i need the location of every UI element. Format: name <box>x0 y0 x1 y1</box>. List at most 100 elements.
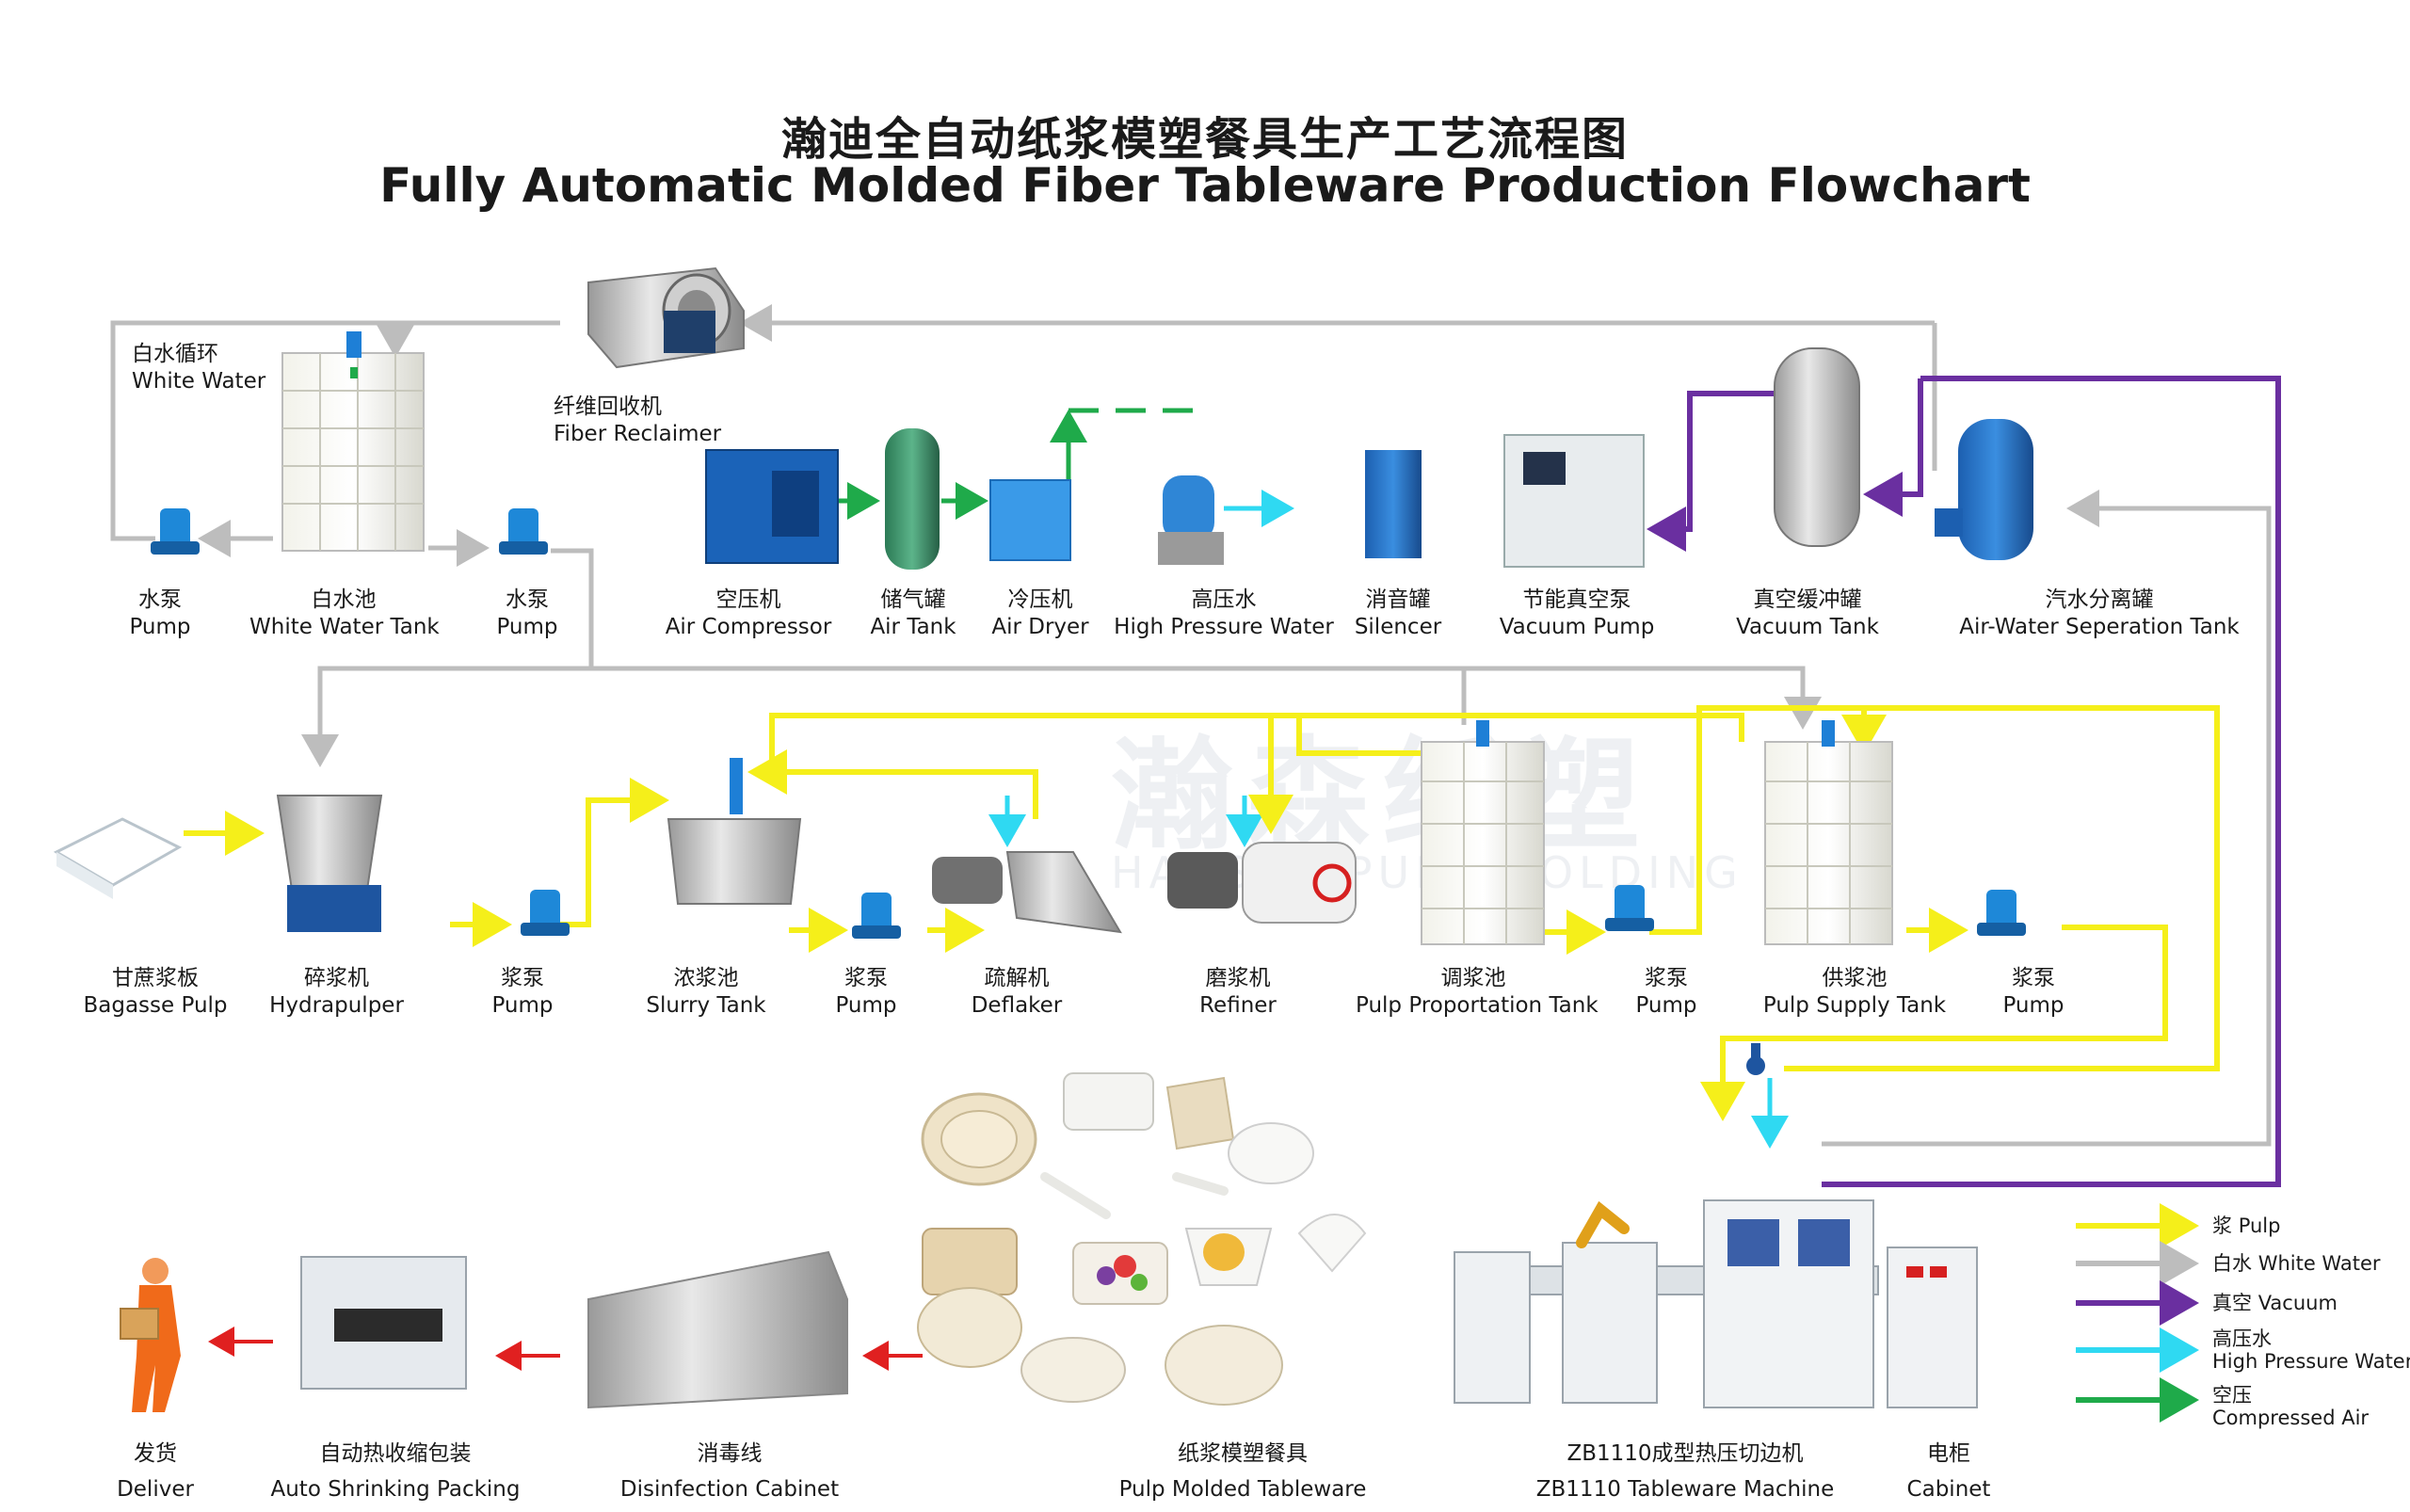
pulp-main-top <box>753 713 1744 775</box>
legend-item-vacuum: 真空 Vacuum <box>2071 1292 2410 1329</box>
pump-p2-icon <box>852 893 901 939</box>
pulp-deflaker-back <box>747 749 1038 819</box>
deflaker-icon <box>932 851 1122 934</box>
hp-water-lines <box>988 490 1789 1149</box>
valve-icon <box>1746 1043 1765 1075</box>
pulp-pump-to-supply <box>1649 705 1887 935</box>
legend-hp-en: High Pressure Water <box>2212 1350 2410 1373</box>
vacuum-lines <box>1647 376 2281 1187</box>
hp-water-pump-icon <box>1158 475 1224 565</box>
legend-pulp-zh: 浆 <box>2212 1214 2232 1237</box>
air-dryer-icon <box>989 479 1071 561</box>
separation-tank-icon <box>1935 419 2033 560</box>
legend-vac-zh: 真空 <box>2212 1292 2252 1314</box>
pump-ww2-icon <box>499 508 548 555</box>
vacuum-line-machine <box>1822 376 2281 1187</box>
legend-item-pulp: 浆 Pulp <box>2071 1214 2410 1252</box>
pulp-pump-to-slurry <box>551 778 669 927</box>
pulp-lines <box>184 705 2220 1121</box>
fiber-reclaimer-icon <box>587 266 745 369</box>
legend-vac-en: Vacuum <box>2257 1292 2338 1314</box>
vacuum-tank-to-pump <box>1647 391 1775 552</box>
disinfection-cabinet-icon <box>587 1250 848 1409</box>
pump-p4-icon <box>1977 890 2026 936</box>
legend-lines <box>2076 1203 2199 1423</box>
title-chinese: 瀚迪全自动纸浆模塑餐具生产工艺流程图 <box>780 113 1629 166</box>
pump-p1-icon <box>521 890 570 936</box>
tableware-machine-icon <box>1454 1199 1879 1408</box>
air-compressor-icon <box>705 449 839 564</box>
finished-lines <box>208 1327 923 1371</box>
white-water-lines <box>110 304 2272 1147</box>
refiner-icon <box>1167 842 1357 924</box>
watermark-logo-text: 瀚森纸塑 <box>1111 724 1654 867</box>
ww-line-reclaimer-to-pump <box>110 320 560 541</box>
legend-air-zh: 空压 <box>2212 1384 2252 1407</box>
pump-ww1-icon <box>151 508 200 555</box>
deliver-worker-icon <box>120 1258 181 1412</box>
hydrapulper-icon <box>276 795 383 932</box>
legend-ww-zh: 白水 <box>2212 1252 2252 1275</box>
silencer-icon <box>1365 450 1422 558</box>
bagasse-pulp-icon <box>53 817 183 899</box>
pulp-to-machine <box>1700 925 2168 1121</box>
compressed-air-lines <box>838 408 1196 520</box>
vacuum-pump-icon <box>1503 434 1645 568</box>
legend-pulp-en: Pulp <box>2238 1214 2281 1237</box>
white-water-tank-icon <box>281 331 425 552</box>
tableware-products-icon <box>917 1072 1367 1406</box>
pump-icons <box>151 508 2026 939</box>
vacuum-tank-icon <box>1774 347 1860 547</box>
vacuum-sep-to-tank <box>1863 378 1923 517</box>
legend-item-white-water: 白水 White Water <box>2071 1252 2410 1290</box>
legend-ww-en: White Water <box>2257 1252 2381 1275</box>
packing-machine-icon <box>300 1256 467 1390</box>
legend-air-en: Compressed Air <box>2212 1407 2370 1429</box>
pulp-proportion-tank-icon <box>1421 720 1545 945</box>
pulp-supply-tank-icon <box>1764 720 1893 945</box>
slurry-tank-icon <box>667 758 802 905</box>
legend-hp-zh: 高压水 <box>2212 1327 2272 1350</box>
ww-line-machine-return <box>1822 506 2272 1147</box>
pump-p3-icon <box>1605 885 1654 931</box>
title-english: Fully Automatic Molded Fiber Tableware P… <box>379 158 2031 213</box>
ww-line-to-hydrapulper <box>301 548 594 767</box>
air-tank-icon <box>885 428 940 570</box>
pulp-supply-return <box>1784 705 2220 1071</box>
cabinet-icon <box>1887 1247 1978 1408</box>
